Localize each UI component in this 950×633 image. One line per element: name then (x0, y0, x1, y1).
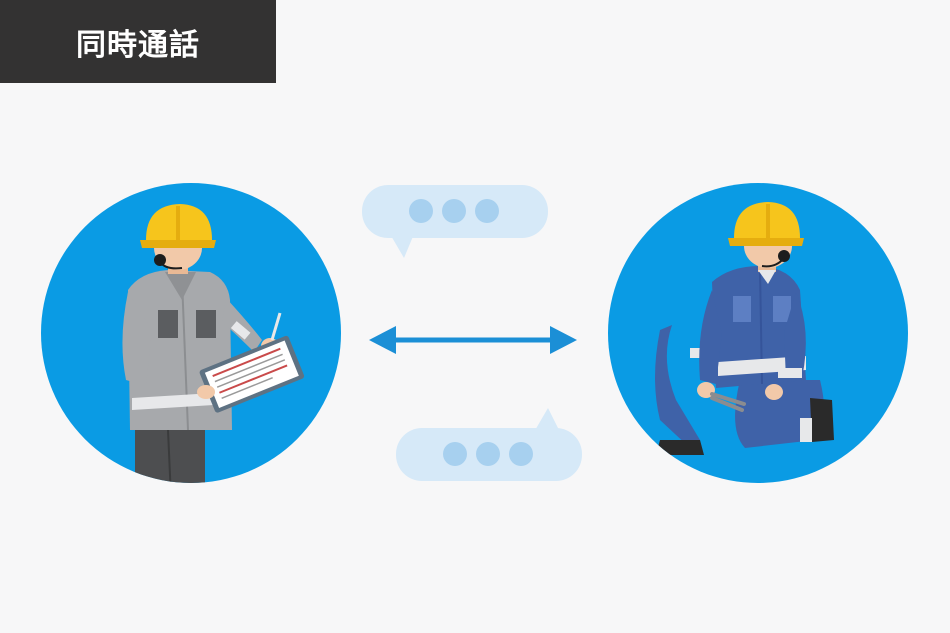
speech-bubble-top (362, 185, 548, 258)
two-way-arrow-icon (369, 326, 577, 354)
dot-icon (443, 442, 467, 466)
speech-bubble-bottom (396, 408, 582, 481)
dot-icon (476, 442, 500, 466)
right-worker-illustration (608, 183, 908, 483)
dot-icon (509, 442, 533, 466)
dot-icon (475, 199, 499, 223)
page-title: 同時通話 (76, 27, 200, 63)
title-badge: 同時通話 (0, 0, 276, 83)
dot-icon (409, 199, 433, 223)
left-worker-illustration (41, 183, 341, 483)
dot-icon (442, 199, 466, 223)
